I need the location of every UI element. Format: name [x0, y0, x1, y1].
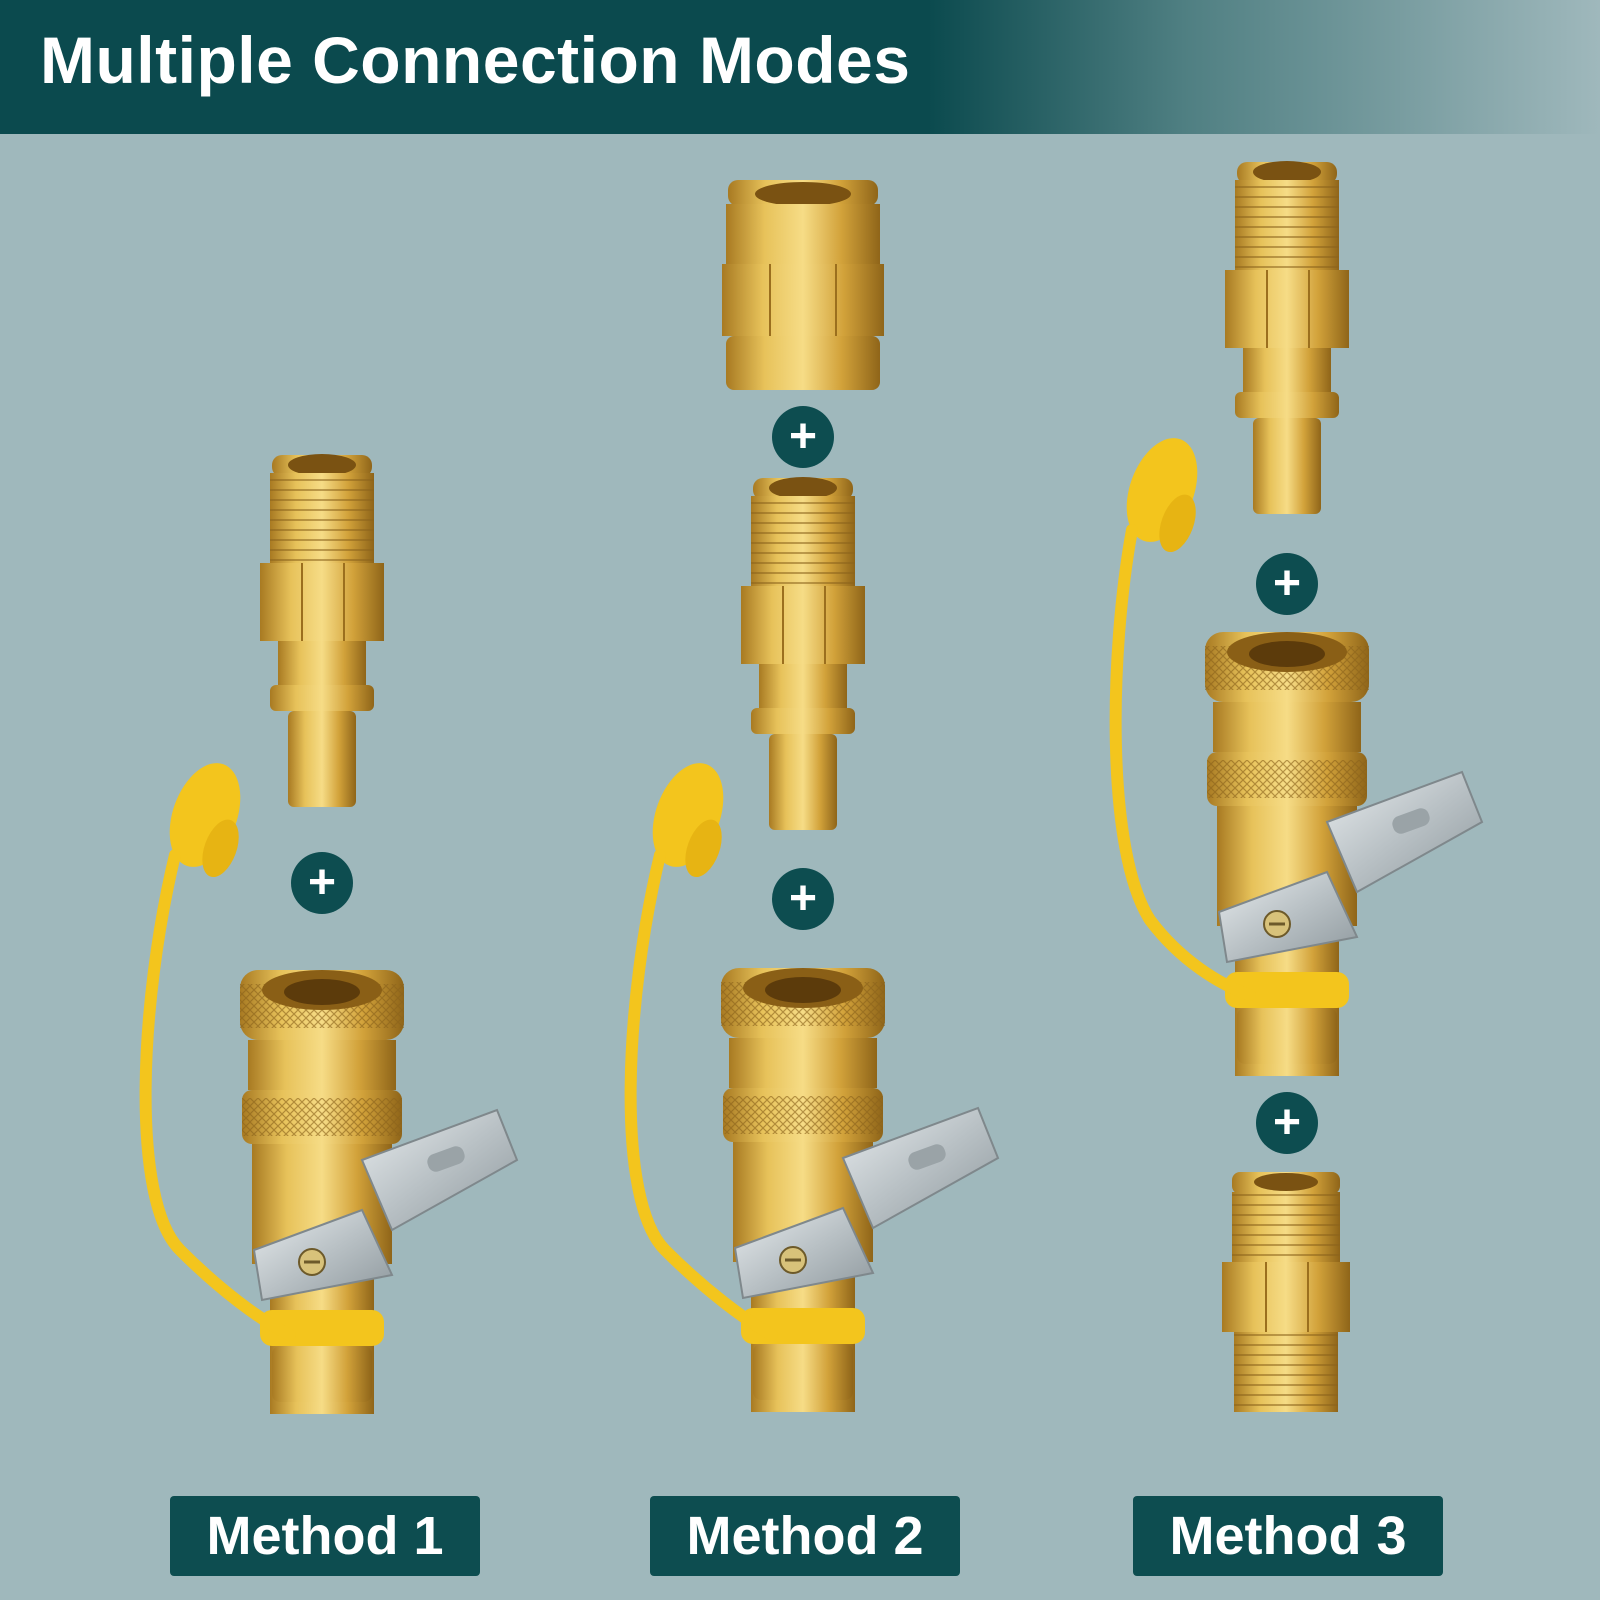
method-2-female-coupler	[722, 180, 884, 390]
plus-icon: +	[772, 406, 834, 468]
method-2-socket-valve	[719, 966, 1000, 1414]
method-3-label: Method 3	[1133, 1496, 1443, 1576]
method-2-plug-fitting	[740, 476, 866, 831]
plus-icon: +	[1256, 553, 1318, 615]
page-title: Multiple Connection Modes	[40, 23, 911, 97]
method-1-plug-fitting	[259, 453, 385, 808]
method-3-socket-valve	[1203, 630, 1484, 1078]
method-1-dust-cap	[139, 753, 296, 1341]
method-2-label: Method 2	[650, 1496, 960, 1576]
plus-icon: +	[291, 852, 353, 914]
plus-icon: +	[1256, 1092, 1318, 1154]
plus-icon: +	[772, 868, 834, 930]
method-3-dust-cap	[1109, 428, 1256, 1001]
method-1-label: Method 1	[170, 1496, 480, 1576]
header-banner: Multiple Connection Modes	[0, 0, 1600, 134]
method-2-dust-cap	[624, 753, 778, 1341]
method-1-socket-valve	[238, 968, 519, 1416]
method-3-hex-nipple	[1222, 1172, 1350, 1412]
method-3-plug-fitting	[1224, 160, 1350, 515]
